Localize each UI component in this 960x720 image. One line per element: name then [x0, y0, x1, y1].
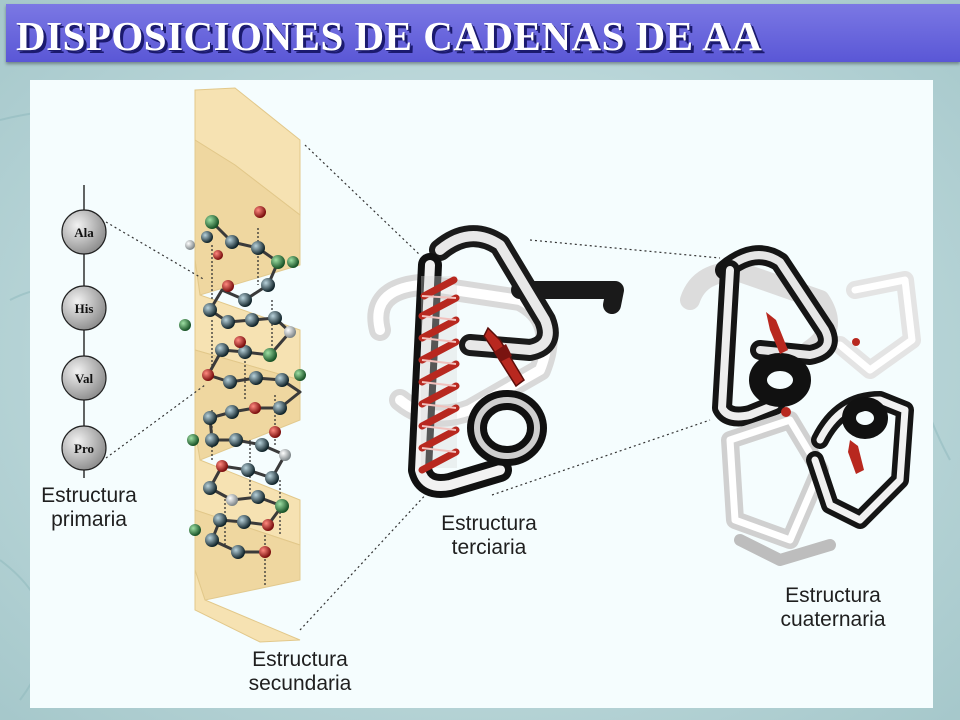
residue-label-pro: Pro	[74, 441, 94, 456]
residue-label-val: Val	[75, 371, 94, 386]
slide-title: DISPOSICIONES DE CADENAS DE AA	[16, 13, 763, 59]
residue-val	[61, 355, 107, 401]
residue-his	[61, 285, 107, 331]
label-quaternary-structure: Estructura cuaternaria	[780, 584, 886, 631]
residue-pro	[61, 425, 107, 471]
quaternary-structure	[680, 245, 921, 566]
tertiary-structure	[367, 225, 624, 498]
residue-ala	[61, 209, 107, 255]
quaternary-helix-markers	[766, 312, 864, 474]
beta-sheet-arrow	[483, 326, 525, 388]
label-secondary-structure: Estructura secundaria	[248, 648, 352, 695]
title-bar: DISPOSICIONES DE CADENAS DE AA	[6, 4, 960, 62]
primary-structure: Ala His Val Pro	[61, 185, 107, 478]
label-primary-structure: Estructura primaria	[41, 484, 137, 531]
alpha-helix	[418, 276, 460, 474]
residue-label-ala: Ala	[74, 225, 94, 240]
secondary-structure-ribbon	[194, 87, 301, 643]
atoms	[179, 206, 306, 559]
zoom-connectors	[105, 144, 721, 631]
label-tertiary-structure: Estructura terciaria	[441, 512, 537, 559]
residue-label-his: His	[75, 301, 94, 316]
